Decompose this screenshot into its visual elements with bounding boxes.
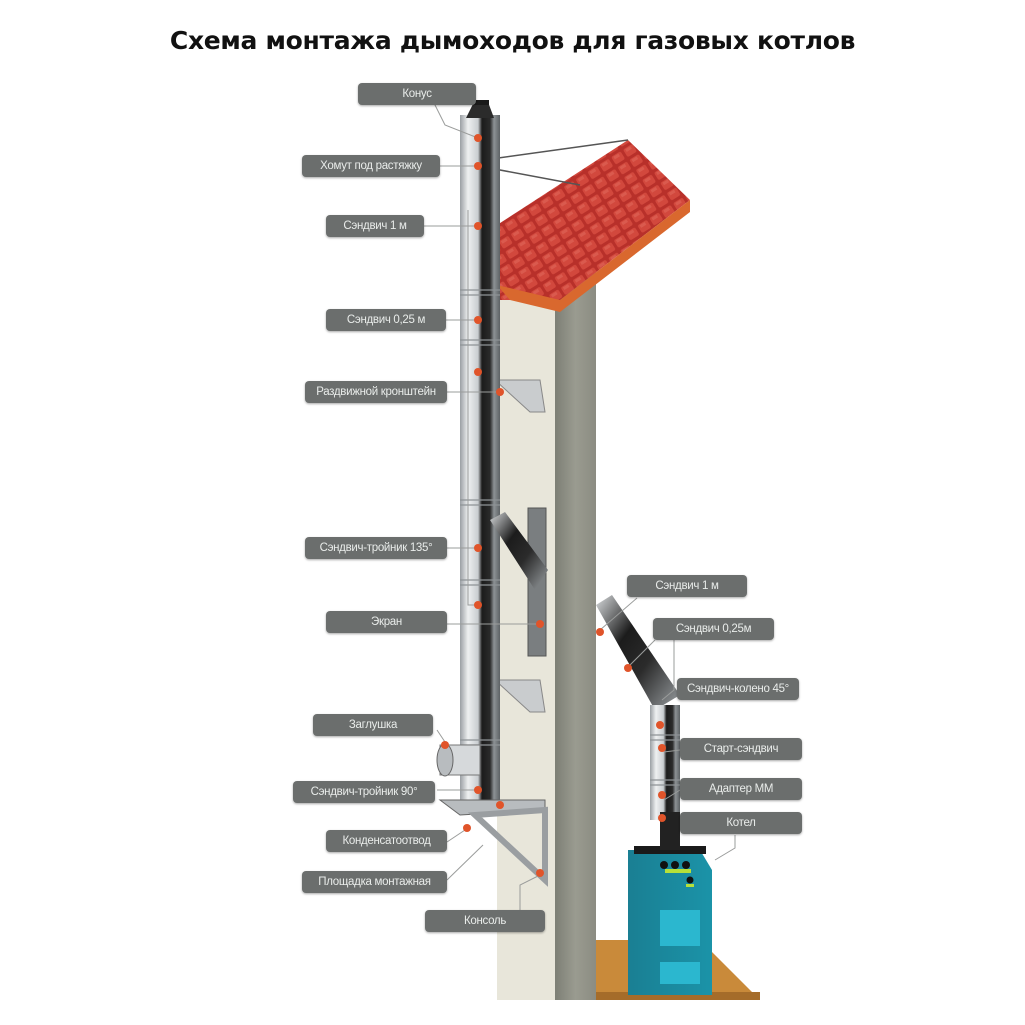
label-sandwich-025m: Сэндвич 0,25 м [326,309,446,331]
main-pipe [460,115,500,815]
label-troinik-90: Сэндвич-тройник 90° [293,781,435,803]
label-start-sandwich: Старт-сэндвич [680,738,802,760]
label-sandwich-1m: Сэндвич 1 м [326,215,424,237]
label-adapter: Адаптер ММ [680,778,802,800]
wall-face [497,285,555,1000]
wall-side [555,272,596,1000]
console [467,806,548,887]
label-kronshtein: Раздвижной кронштейн [305,381,447,403]
cone [466,102,494,118]
label-konus: Конус [358,83,476,105]
label-zaglushka: Заглушка [313,714,433,736]
sliding-bracket [493,379,546,413]
outer-diagonal-pipe [596,595,680,710]
boiler [628,812,712,995]
label-koleno-45: Сэндвич-колено 45° [677,678,799,700]
lower-bracket [493,679,546,713]
label-troinik-135: Сэндвич-тройник 135° [305,537,447,559]
diagram-title: Схема монтажа дымоходов для газовых котл… [169,26,856,55]
label-kondensatootvod: Конденсатоотвод [326,830,447,852]
label-ekran: Экран [326,611,447,633]
roof [497,140,690,300]
outer-vertical-pipe [650,705,680,820]
label-konsol: Консоль [425,910,545,932]
label-sandwich-025m-right: Сэндвич 0,25м [653,618,774,640]
label-ploshchadka: Площадка монтажная [302,871,447,893]
label-homut: Хомут под растяжку [302,155,440,177]
tee-135-branch [490,512,548,590]
label-kotel: Котел [680,812,802,834]
label-sandwich-1m-right: Сэндвич 1 м [627,575,747,597]
